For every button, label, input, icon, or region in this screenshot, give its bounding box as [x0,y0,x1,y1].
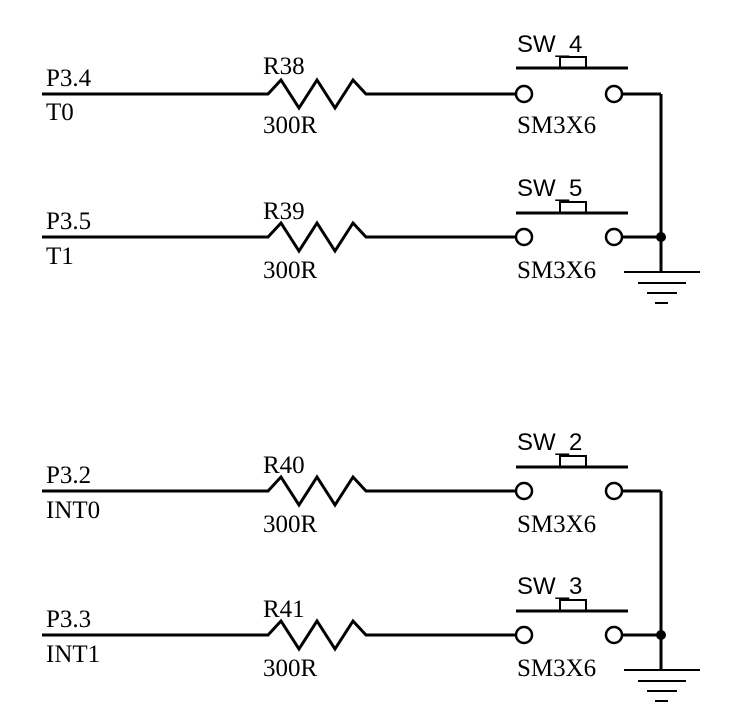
net-label: P3.4 [46,65,92,92]
resistor-value: 300R [263,112,318,139]
net-label: P3.2 [46,462,91,489]
resistor-value: 300R [263,511,318,538]
junction-dot [656,232,666,242]
switch-contact [604,84,624,104]
resistor-symbol [262,77,372,111]
switch-package: SM3X6 [517,511,596,538]
net-label: P3.3 [46,606,91,633]
alt-net-label: T0 [46,99,74,126]
ground-net-lower [624,491,700,702]
resistor-symbol [262,618,372,652]
switch-package: SM3X6 [517,112,596,139]
switch-contact [604,481,624,501]
resistor-symbol [262,220,372,254]
alt-net-label: INT1 [46,641,100,668]
switch-contact [514,625,534,645]
switch-actuator-cap [559,201,587,214]
alt-net-label: INT0 [46,497,100,524]
switch-contact [604,227,624,247]
switch-package: SM3X6 [517,655,596,682]
switch-designator: SW_4 [517,31,582,58]
switch-contact [604,625,624,645]
circuit-p3-2: P3.2 INT0 R40 300R SW_2 SM3X6 [42,429,661,538]
resistor-designator: R40 [263,452,305,479]
switch-contact [514,227,534,247]
switch-contact [514,84,534,104]
switch-designator: SW_2 [517,429,582,456]
resistor-designator: R41 [263,596,305,623]
switch-contact [514,481,534,501]
switch-designator: SW_3 [517,573,582,600]
circuit-p3-5: P3.5 T1 R39 300R SW_5 SM3X6 [42,175,661,284]
circuit-p3-4: P3.4 T0 R38 300R SW_4 SM3X6 [42,31,661,139]
switch-actuator-cap [559,599,587,612]
switch-actuator-cap [559,455,587,468]
resistor-symbol [262,474,372,508]
switch-package: SM3X6 [517,257,596,284]
resistor-value: 300R [263,257,318,284]
alt-net-label: T1 [46,243,74,270]
resistor-designator: R38 [263,53,305,80]
resistor-designator: R39 [263,198,305,225]
ground-net-upper [624,94,700,304]
net-label: P3.5 [46,208,91,235]
switch-designator: SW_5 [517,175,582,202]
switch-actuator-cap [559,56,587,69]
circuit-p3-3: P3.3 INT1 R41 300R SW_3 SM3X6 [42,573,661,682]
resistor-value: 300R [263,655,318,682]
junction-dot [656,630,666,640]
